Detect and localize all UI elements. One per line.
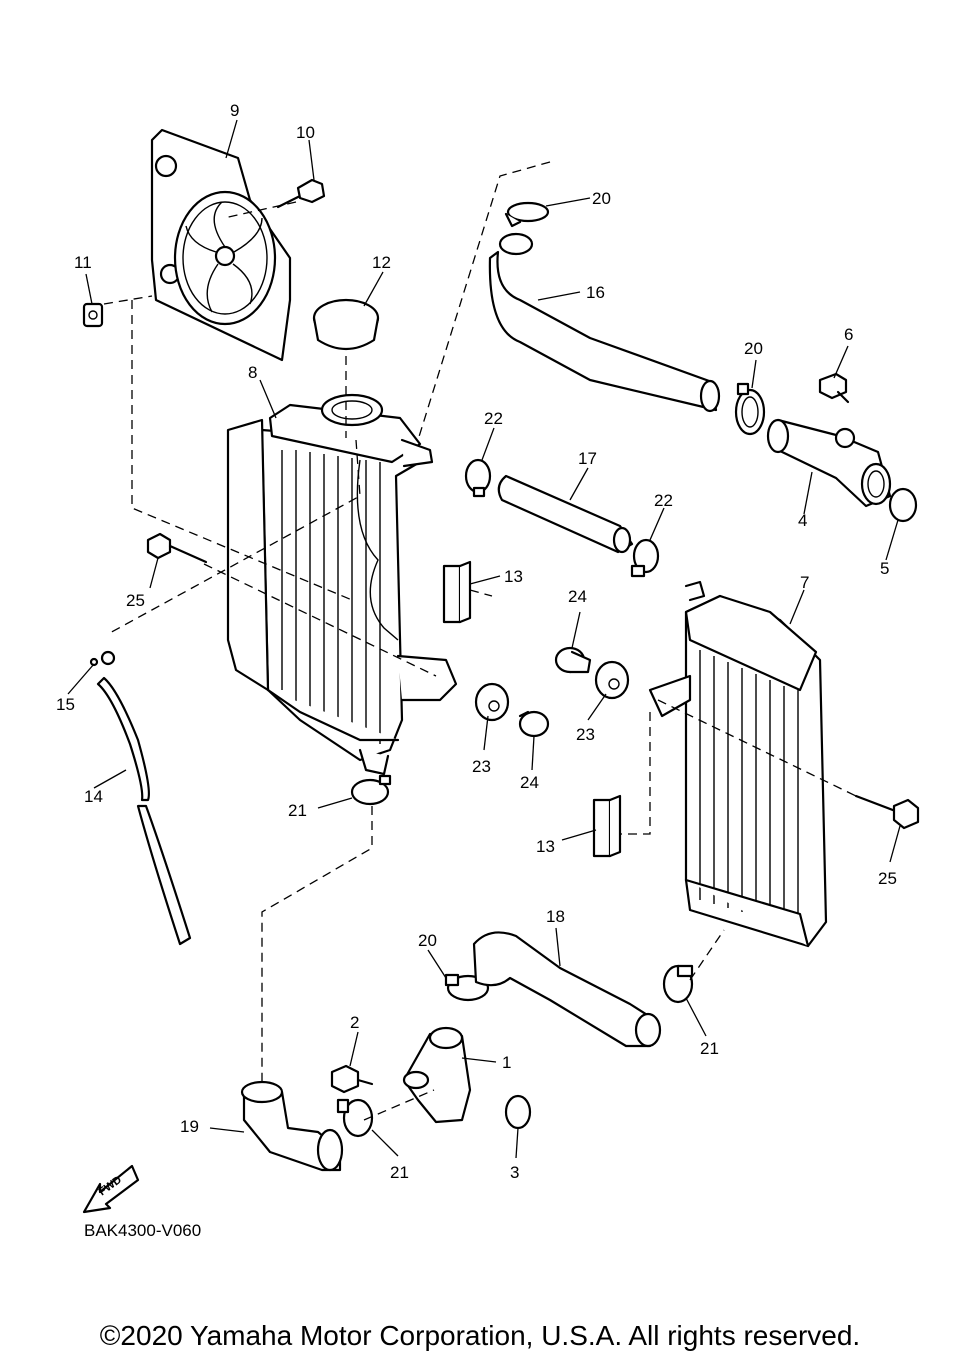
clip-15 — [89, 650, 116, 667]
callout-22-b: 22 — [654, 491, 673, 510]
callout-24-right: 24 — [568, 587, 587, 606]
grommet-23-left — [474, 682, 510, 722]
callout-23-left: 23 — [472, 757, 491, 776]
shroud-bolt — [276, 178, 326, 209]
callout-13-left: 13 — [504, 567, 523, 586]
callout-9: 9 — [230, 101, 239, 120]
diagram-code: BAK4300-V060 — [84, 1221, 201, 1240]
callout-1: 1 — [502, 1053, 511, 1072]
cooling-fan — [173, 190, 277, 326]
breather-hose-14 — [96, 676, 192, 946]
callout-14: 14 — [84, 787, 103, 806]
bracket-13-right — [592, 794, 622, 858]
callout-20-low: 20 — [418, 931, 437, 950]
water-joint-1 — [402, 1026, 472, 1124]
clamp-20-mid — [734, 382, 766, 436]
clip-nut — [82, 302, 104, 328]
hose-19 — [240, 1080, 344, 1172]
collar-24-right — [518, 710, 550, 738]
callout-4: 4 — [798, 511, 807, 530]
callout-25-left: 25 — [126, 591, 145, 610]
grommet-23-right — [594, 660, 630, 700]
leader-lines — [67, 119, 901, 1159]
copyright-notice: ©2020 Yamaha Motor Corporation, U.S.A. A… — [99, 1320, 861, 1351]
upper-hose-16 — [488, 232, 721, 413]
left-radiator — [226, 393, 458, 776]
callout-6: 6 — [844, 325, 853, 344]
bracket-13-left — [442, 560, 472, 624]
callout-17: 17 — [578, 449, 597, 468]
callout-5: 5 — [880, 559, 889, 578]
callout-20-mid: 20 — [744, 339, 763, 358]
clamp-22-a — [464, 458, 492, 498]
callout-19: 19 — [180, 1117, 199, 1136]
assembly-lines — [103, 161, 857, 1121]
bolt-25-right — [854, 794, 920, 830]
callout-21-right: 21 — [700, 1039, 719, 1058]
callout-22-a: 22 — [484, 409, 503, 428]
callout-20-top: 20 — [592, 189, 611, 208]
callout-21-top: 21 — [288, 801, 307, 820]
callout-labels: 9 10 11 12 8 20 16 20 6 22 17 22 4 5 7 1… — [56, 101, 897, 1182]
clamp-22-b — [630, 538, 660, 578]
hose-18 — [472, 931, 662, 1048]
callout-10: 10 — [296, 123, 315, 142]
clamp-21-right — [662, 964, 694, 1004]
o-ring-3 — [504, 1094, 532, 1130]
pipe-bolt-6 — [818, 372, 850, 404]
callout-25-right: 25 — [878, 869, 897, 888]
callout-3: 3 — [510, 1163, 519, 1182]
callout-13-right: 13 — [536, 837, 555, 856]
callout-18: 18 — [546, 907, 565, 926]
collar-24-left — [554, 646, 592, 674]
bolt-25-left — [146, 532, 208, 564]
callout-7: 7 — [800, 573, 809, 592]
callout-21-bottom: 21 — [390, 1163, 409, 1182]
callout-2: 2 — [350, 1013, 359, 1032]
callout-11: 11 — [74, 253, 92, 272]
water-pipe-4 — [766, 418, 892, 508]
callout-24-left: 24 — [520, 773, 539, 792]
fwd-arrow-icon: FWD — [82, 1164, 140, 1214]
callout-8: 8 — [248, 363, 257, 382]
hose-17 — [497, 474, 634, 554]
callout-16: 16 — [586, 283, 605, 302]
right-radiator — [648, 580, 828, 948]
joint-bolt-2 — [330, 1064, 374, 1094]
clamp-21-top — [350, 774, 392, 806]
o-ring-5 — [888, 487, 918, 523]
clamp-20-top — [504, 201, 550, 228]
callout-15: 15 — [56, 695, 75, 714]
callout-23-right: 23 — [576, 725, 595, 744]
callout-12: 12 — [372, 253, 391, 272]
radiator-cap — [312, 298, 380, 351]
clamp-21-bottom — [336, 1098, 374, 1138]
